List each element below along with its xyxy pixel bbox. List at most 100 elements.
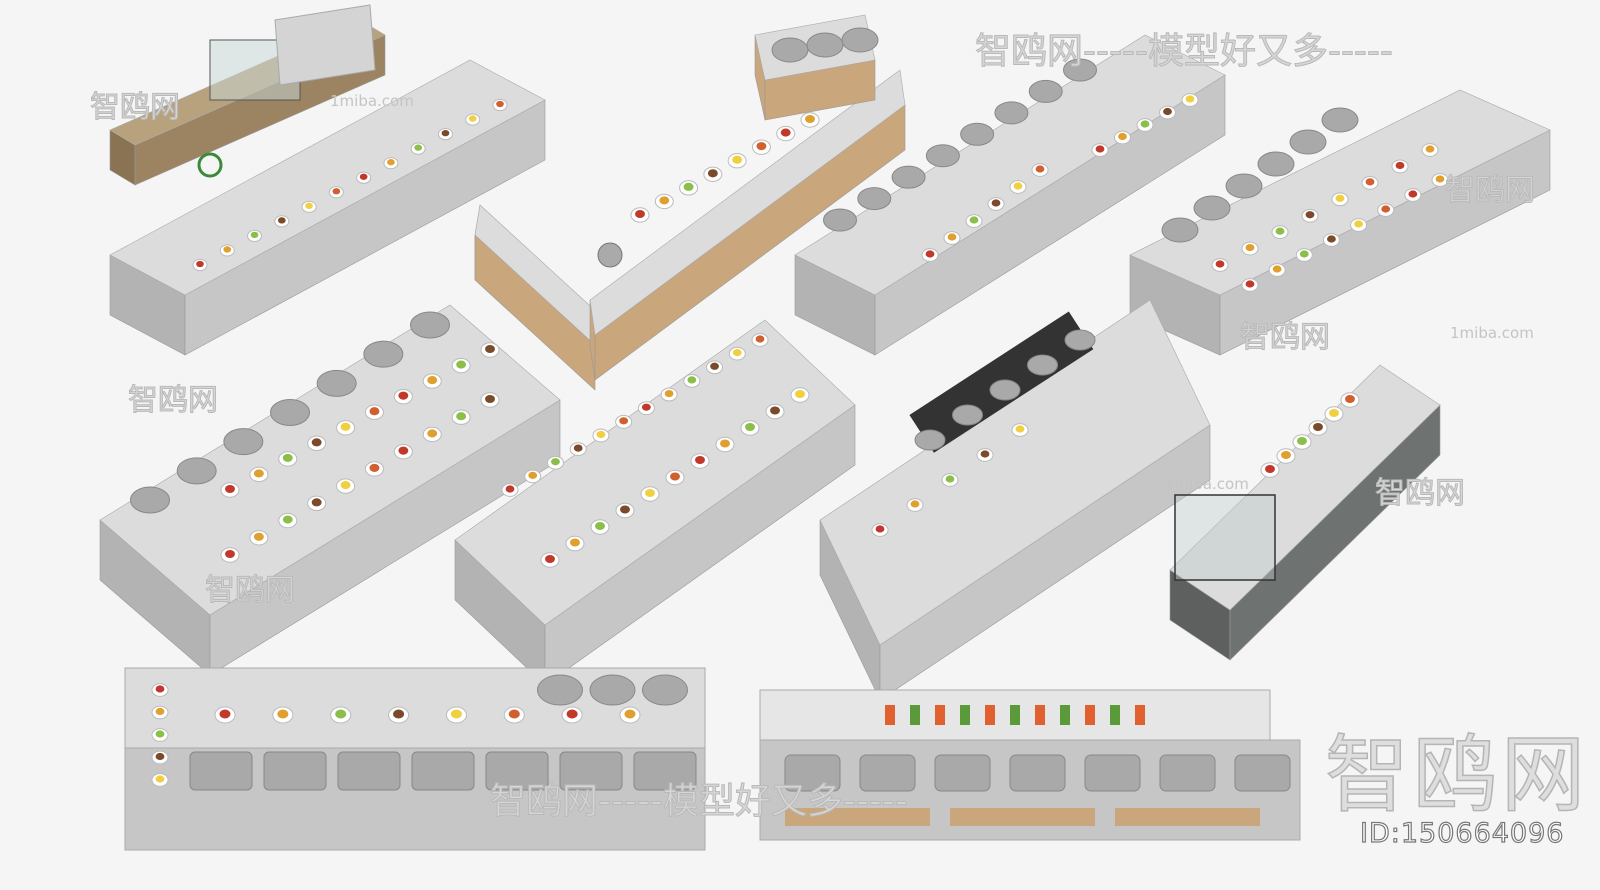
food (1297, 436, 1307, 446)
food (1095, 145, 1105, 153)
cart-wheel (197, 152, 223, 178)
food (219, 709, 231, 719)
food (619, 417, 629, 425)
counter-4-top (794, 34, 1226, 296)
food (732, 349, 742, 357)
food-tray (1110, 705, 1120, 725)
food (670, 472, 680, 481)
food-tray (960, 705, 970, 725)
food (641, 403, 651, 411)
food (250, 231, 259, 239)
food (755, 335, 765, 343)
food (1435, 175, 1445, 183)
food (695, 455, 705, 465)
food (225, 484, 235, 494)
food (635, 209, 645, 219)
food (732, 155, 743, 164)
chafing-dish (784, 754, 841, 792)
chafing-dish (1063, 58, 1097, 82)
food (991, 199, 1001, 207)
chafing-dish (823, 208, 857, 232)
food (155, 707, 165, 716)
food (664, 389, 674, 398)
food (595, 521, 605, 531)
chafing-dish (960, 122, 995, 146)
chafing-dish (806, 32, 844, 58)
food (596, 430, 606, 439)
food (620, 505, 630, 514)
chafing-dish (410, 311, 450, 339)
food (1425, 145, 1435, 153)
food (196, 260, 204, 268)
food (980, 450, 990, 458)
wood-panel (1115, 808, 1260, 826)
food (947, 233, 957, 241)
food (1163, 107, 1172, 116)
food (551, 458, 560, 466)
chafing-dish (1321, 107, 1359, 133)
food-tray (885, 705, 895, 725)
chafing-dish (270, 399, 310, 426)
food (155, 730, 165, 738)
food (1327, 235, 1336, 243)
food (1365, 178, 1375, 186)
food (311, 498, 322, 507)
food (398, 391, 409, 400)
chafing-dish (1028, 79, 1063, 103)
food (225, 549, 235, 559)
chafing-dish (130, 486, 170, 514)
food (780, 128, 791, 137)
food (508, 709, 520, 719)
food (311, 438, 322, 447)
chafing-dish (994, 101, 1029, 125)
food (1299, 250, 1309, 258)
food (1281, 450, 1291, 460)
chafing-dish (841, 27, 879, 53)
food (659, 196, 670, 205)
chafing-dish (1225, 173, 1263, 199)
food (253, 469, 264, 478)
food (925, 250, 935, 258)
food (545, 554, 555, 564)
food (456, 412, 467, 421)
food (332, 188, 341, 195)
food (427, 429, 438, 438)
food (720, 439, 730, 448)
chafing-dish (1289, 129, 1327, 155)
food (1335, 194, 1345, 202)
food (1272, 265, 1282, 273)
chafing-dish (316, 369, 357, 397)
food (566, 709, 578, 719)
food-tray (910, 705, 920, 725)
food (707, 169, 718, 178)
food (253, 532, 264, 541)
soup-pot (597, 242, 623, 268)
food (485, 344, 495, 354)
chafing-dish (337, 751, 401, 791)
food (945, 475, 955, 483)
chafing-dish (1193, 195, 1231, 221)
chafing-dish (537, 674, 583, 706)
chafing-dish (189, 751, 253, 791)
food (687, 376, 697, 384)
counter-1-top (109, 59, 546, 296)
food (1381, 205, 1391, 213)
chafing-dish (176, 457, 217, 485)
chafing-dish (223, 428, 264, 456)
food (340, 481, 351, 490)
food (1118, 132, 1127, 141)
food-tray (1085, 705, 1095, 725)
food (340, 422, 351, 431)
food (570, 538, 580, 547)
chafing-dish (857, 187, 892, 211)
chafing-dish (1009, 754, 1066, 792)
food (387, 159, 395, 166)
cart-back-panel (274, 4, 376, 86)
food (369, 407, 380, 416)
food (745, 422, 755, 432)
glass-sneeze-guard (1174, 494, 1276, 581)
food (624, 709, 636, 719)
food (1275, 227, 1285, 235)
